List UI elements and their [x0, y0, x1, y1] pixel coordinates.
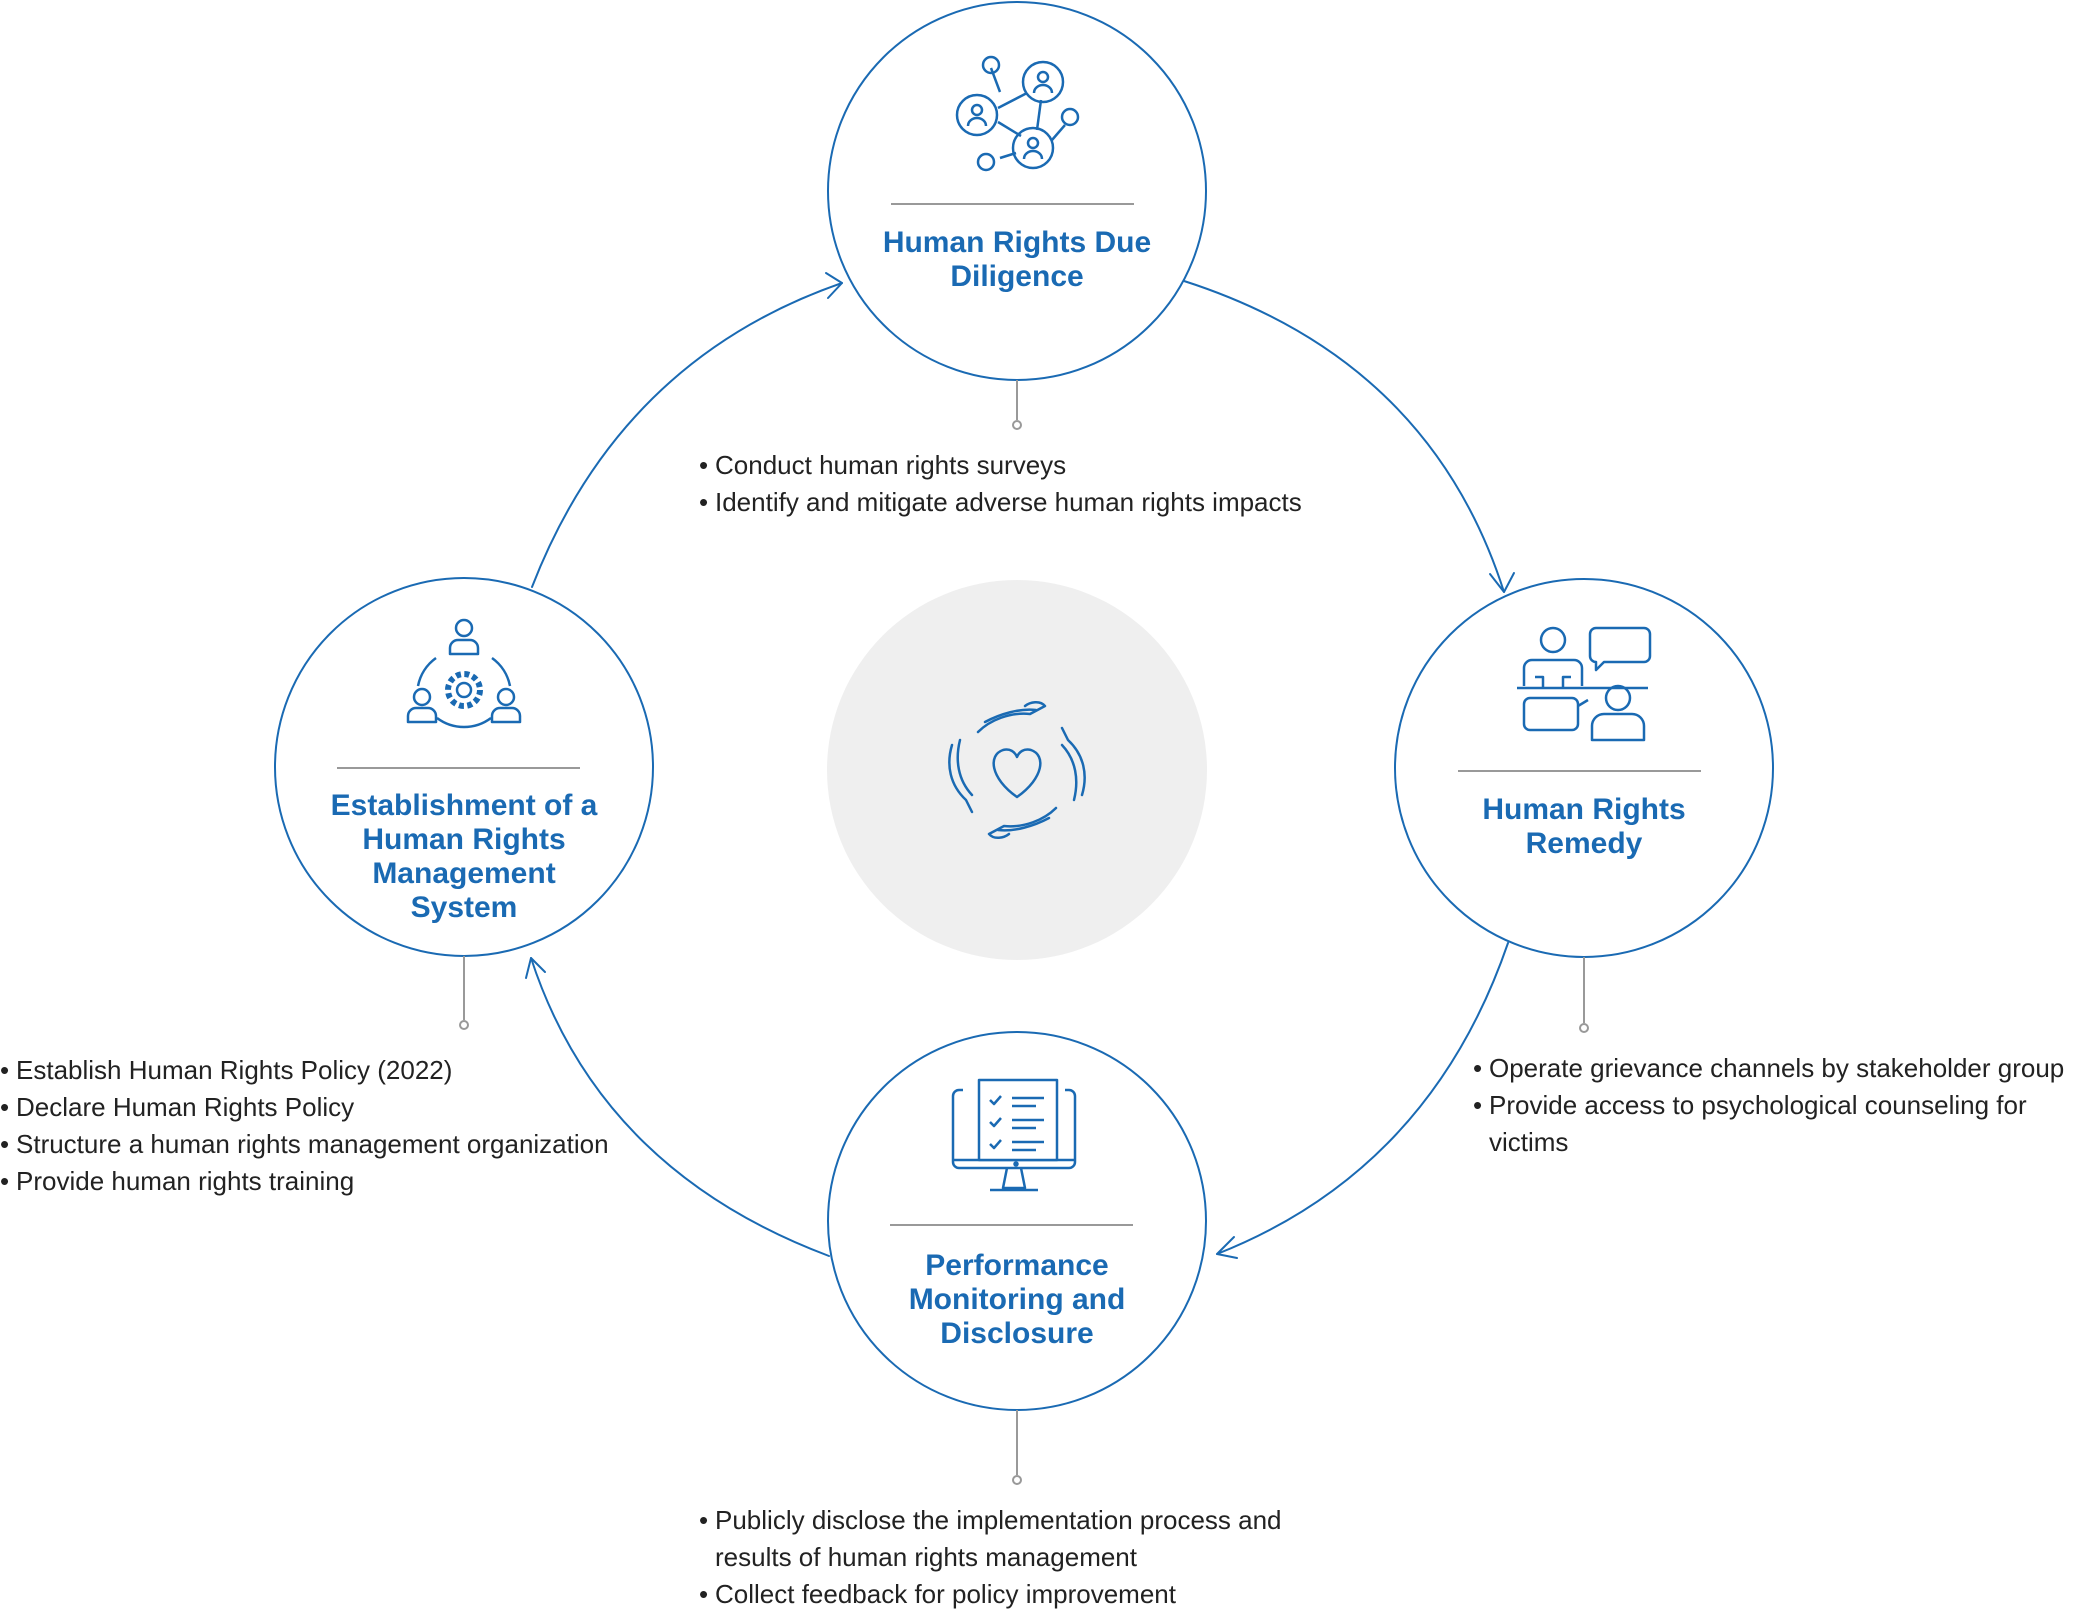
title-line: System: [410, 891, 518, 924]
arrowhead-monitoring: [1216, 1236, 1238, 1259]
connector-dot-due-diligence: [1012, 420, 1022, 430]
title-line: Diligence: [950, 260, 1084, 293]
connector-dot-management: [459, 1020, 469, 1030]
bullet-item: Establish Human Rights Policy (2022): [0, 1052, 660, 1089]
title-line: Human Rights: [1482, 793, 1686, 826]
title-line: Establishment of a: [330, 789, 598, 822]
bullet-item: Conduct human rights surveys: [699, 447, 1399, 484]
remedy-bullets: Operate grievance channels by stakeholde…: [1473, 1050, 2088, 1161]
title-line: Disclosure: [940, 1317, 1094, 1350]
people-network-icon: [955, 55, 1080, 172]
bullet-item: Operate grievance channels by stakeholde…: [1473, 1050, 2088, 1087]
node-title-remedy: Human Rights Remedy: [1404, 793, 1764, 861]
title-line: Performance: [925, 1249, 1109, 1282]
management-bullets: Establish Human Rights Policy (2022) Dec…: [0, 1052, 660, 1200]
bullet-item: Provide human rights training: [0, 1163, 660, 1200]
title-line: Human Rights Due: [882, 226, 1152, 259]
bullet-item: Publicly disclose the implementation pro…: [699, 1502, 1339, 1576]
node-title-monitoring: Performance Monitoring and Disclosure: [837, 1249, 1197, 1351]
hands-heart-icon: [948, 701, 1086, 839]
center-circle: [827, 580, 1207, 960]
arc-due-diligence-to-remedy: [1183, 280, 1505, 593]
bullet-item: Declare Human Rights Policy: [0, 1089, 660, 1126]
arc-management-to-due-diligence: [531, 282, 843, 588]
arrowhead-remedy: [1489, 572, 1515, 593]
node-title-management: Establishment of a Human Rights Manageme…: [284, 789, 644, 925]
due-diligence-bullets: Conduct human rights surveys Identify an…: [699, 447, 1399, 521]
title-line: Human Rights: [362, 823, 566, 856]
node-remedy-circle: [1394, 578, 1774, 958]
checklist-monitor-icon: [951, 1078, 1077, 1192]
title-line: Monitoring and: [908, 1283, 1126, 1316]
connector-dot-remedy: [1579, 1023, 1589, 1033]
team-gear-icon: [406, 618, 522, 729]
arrowhead-management: [525, 957, 546, 979]
bullet-item: Structure a human rights management orga…: [0, 1126, 660, 1163]
node-due-diligence-circle: [827, 1, 1207, 381]
title-line: Remedy: [1525, 827, 1643, 860]
bullet-item: Identify and mitigate adverse human righ…: [699, 484, 1399, 521]
node-title-due-diligence: Human Rights Due Diligence: [837, 226, 1197, 294]
bullet-item: Collect feedback for policy improvement: [699, 1576, 1339, 1613]
monitoring-bullets: Publicly disclose the implementation pro…: [699, 1502, 1339, 1613]
title-line: Management: [372, 857, 556, 890]
consultation-chat-icon: [1517, 626, 1652, 742]
bullet-item: Provide access to psychological counseli…: [1473, 1087, 2088, 1161]
arc-remedy-to-monitoring: [1216, 942, 1509, 1255]
arrowhead-due-diligence: [825, 272, 843, 299]
connector-dot-monitoring: [1012, 1475, 1022, 1485]
